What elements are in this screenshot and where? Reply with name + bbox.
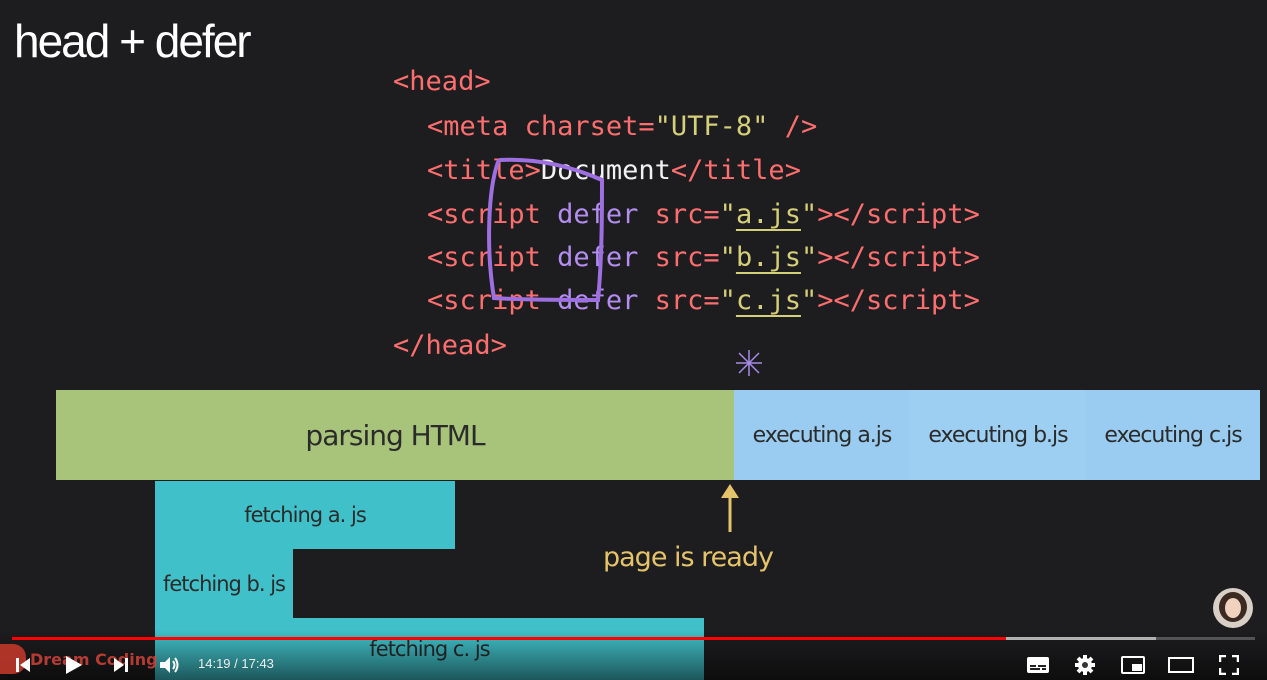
- slide-title: head + defer: [14, 15, 252, 67]
- channel-logo: [0, 644, 26, 674]
- volume-icon[interactable]: [155, 652, 183, 678]
- theater-mode-icon[interactable]: [1167, 652, 1195, 678]
- progress-played: [12, 637, 1007, 640]
- play-icon[interactable]: [58, 650, 88, 680]
- progress-bar[interactable]: [12, 637, 1255, 640]
- code-line-script-b: <script defer src="b.js"></script>: [427, 242, 980, 273]
- subtitles-icon[interactable]: [1024, 652, 1052, 678]
- gear-icon[interactable]: [1072, 652, 1098, 678]
- fetching-a-bar: fetching a. js: [155, 481, 455, 549]
- parsing-html-bar: parsing HTML: [56, 390, 734, 480]
- code-line-title: <title>Document</title>: [427, 155, 801, 186]
- executing-b-bar: executing b.js: [910, 390, 1086, 480]
- fullscreen-icon[interactable]: [1216, 652, 1242, 678]
- skip-next-icon[interactable]: [108, 652, 134, 678]
- code-line-meta: <meta charset="UTF-8" />: [427, 111, 818, 142]
- miniplayer-icon[interactable]: [1119, 652, 1147, 678]
- page-ready-label: page is ready: [603, 542, 774, 573]
- skip-previous-icon[interactable]: [10, 652, 36, 678]
- fetching-b-bar: fetching b. js: [155, 549, 293, 618]
- executing-a-bar: executing a.js: [734, 390, 910, 480]
- channel-watermark: Dream Coding: [30, 650, 158, 669]
- presenter-avatar: [1213, 588, 1253, 628]
- executing-c-bar: executing c.js: [1086, 390, 1260, 480]
- code-line-head-open: <head>: [393, 66, 491, 97]
- cursor-highlight-icon: [736, 350, 762, 376]
- code-line-script-c: <script defer src="c.js"></script>: [427, 285, 980, 316]
- code-line-head-close: </head>: [393, 330, 507, 361]
- defer-highlight-annotation: [487, 157, 605, 303]
- up-arrow-icon: [721, 484, 739, 532]
- time-display: 14:19 / 17:43: [198, 656, 274, 671]
- code-line-script-a: <script defer src="a.js"></script>: [427, 199, 980, 230]
